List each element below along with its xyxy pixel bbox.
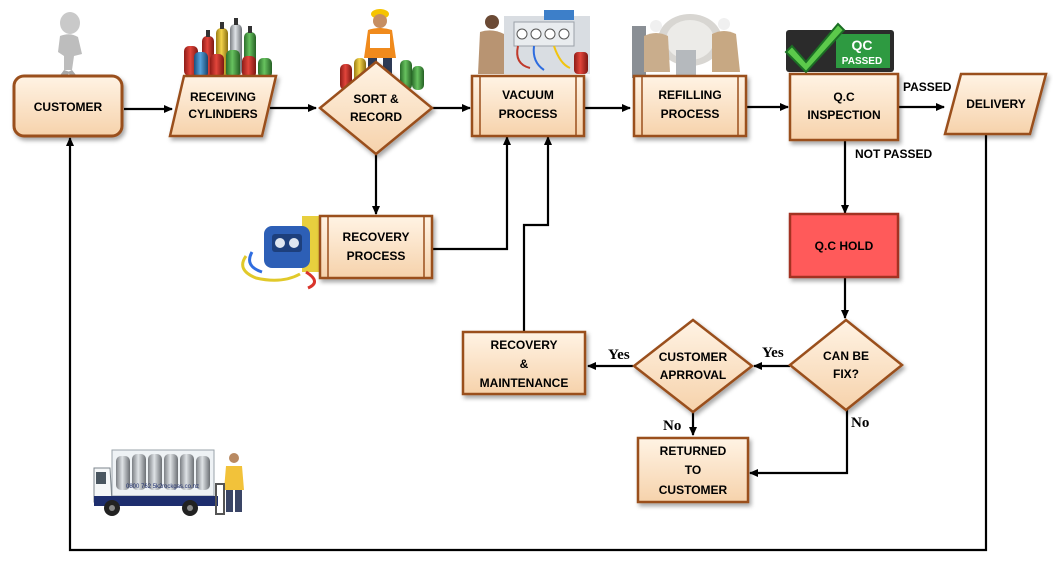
node-qc-line1: Q.C [833,90,855,104]
node-approval-line2: APRROVAL [660,368,726,382]
vacuum-station-icon [478,10,590,74]
node-delivery: DELIVERY [943,72,1048,136]
node-vacuum-line1: VACUUM [502,88,554,102]
node-qc-inspection: Q.C INSPECTION [788,72,900,142]
node-recovery-process: RECOVERY PROCESS [318,214,434,280]
node-approval-line1: CUSTOMER [659,350,728,364]
node-sort-line2: RECORD [350,110,402,124]
delivery-truck-icon: 0800 762 5k2 rockgas.co.nz [93,449,244,516]
node-vacuum-line2: PROCESS [499,107,558,121]
edge-label-yes-fix: Yes [762,345,784,361]
node-refilling-line2: PROCESS [661,107,720,121]
recovery-machine-icon [241,216,324,290]
node-can-be-fix-line1: CAN BE [823,349,869,363]
person-icon [58,12,82,82]
node-recovery-line1: RECOVERY [343,230,410,244]
gas-cylinders-icon [184,18,272,78]
node-refilling-line1: REFILLING [658,88,721,102]
node-sort-line1: SORT & [353,92,399,106]
node-returned-line2: TO [685,463,701,477]
node-customer: CUSTOMER [12,74,124,138]
node-customer-label: CUSTOMER [34,100,103,114]
node-rm-line1: RECOVERY [491,338,558,352]
edge-label-passed: PASSED [903,80,952,94]
node-returned-line1: RETURNED [660,444,727,458]
edge-label-no-fix: No [851,415,869,431]
node-can-be-fix-line2: FIX? [833,367,859,381]
qc-badge-bottom: PASSED [842,56,882,67]
truck-phone: 0800 762 5k2 [126,484,163,490]
node-sort-record: SORT & RECORD [318,60,434,156]
node-rm-line2: & [520,357,529,371]
refill-workers-icon [632,14,740,78]
connectors [66,103,988,552]
node-customer-approval: CUSTOMER APRROVAL [631,318,755,414]
node-returned-to-customer: RETURNED TO CUSTOMER [636,436,750,504]
edge-label-not-passed: NOT PASSED [855,147,932,161]
truck-web: rockgas.co.nz [162,484,199,490]
edge-label-no-approval: No [663,418,681,434]
node-receiving-line1: RECEIVING [190,90,256,104]
node-recovery-line2: PROCESS [347,249,406,263]
node-vacuum-process: VACUUM PROCESS [470,74,586,138]
qc-check-icon: QC PASSED [784,22,894,74]
node-qc-hold: Q.C HOLD [788,212,900,279]
node-delivery-label: DELIVERY [966,97,1026,111]
node-receiving-line2: CYLINDERS [188,107,257,121]
edge-label-yes-approval: Yes [608,347,630,363]
qc-badge-top: QC [852,37,873,53]
node-qc-hold-label: Q.C HOLD [815,239,874,253]
node-recovery-maintenance: RECOVERY & MAINTENANCE [461,330,587,396]
node-can-be-fix: CAN BE FIX? [788,318,904,412]
node-qc-line2: INSPECTION [807,108,880,122]
node-refilling-process: REFILLING PROCESS [632,74,748,138]
node-rm-line3: MAINTENANCE [480,376,569,390]
node-receiving-cylinders: RECEIVING CYLINDERS [168,74,278,138]
node-returned-line3: CUSTOMER [659,483,728,497]
